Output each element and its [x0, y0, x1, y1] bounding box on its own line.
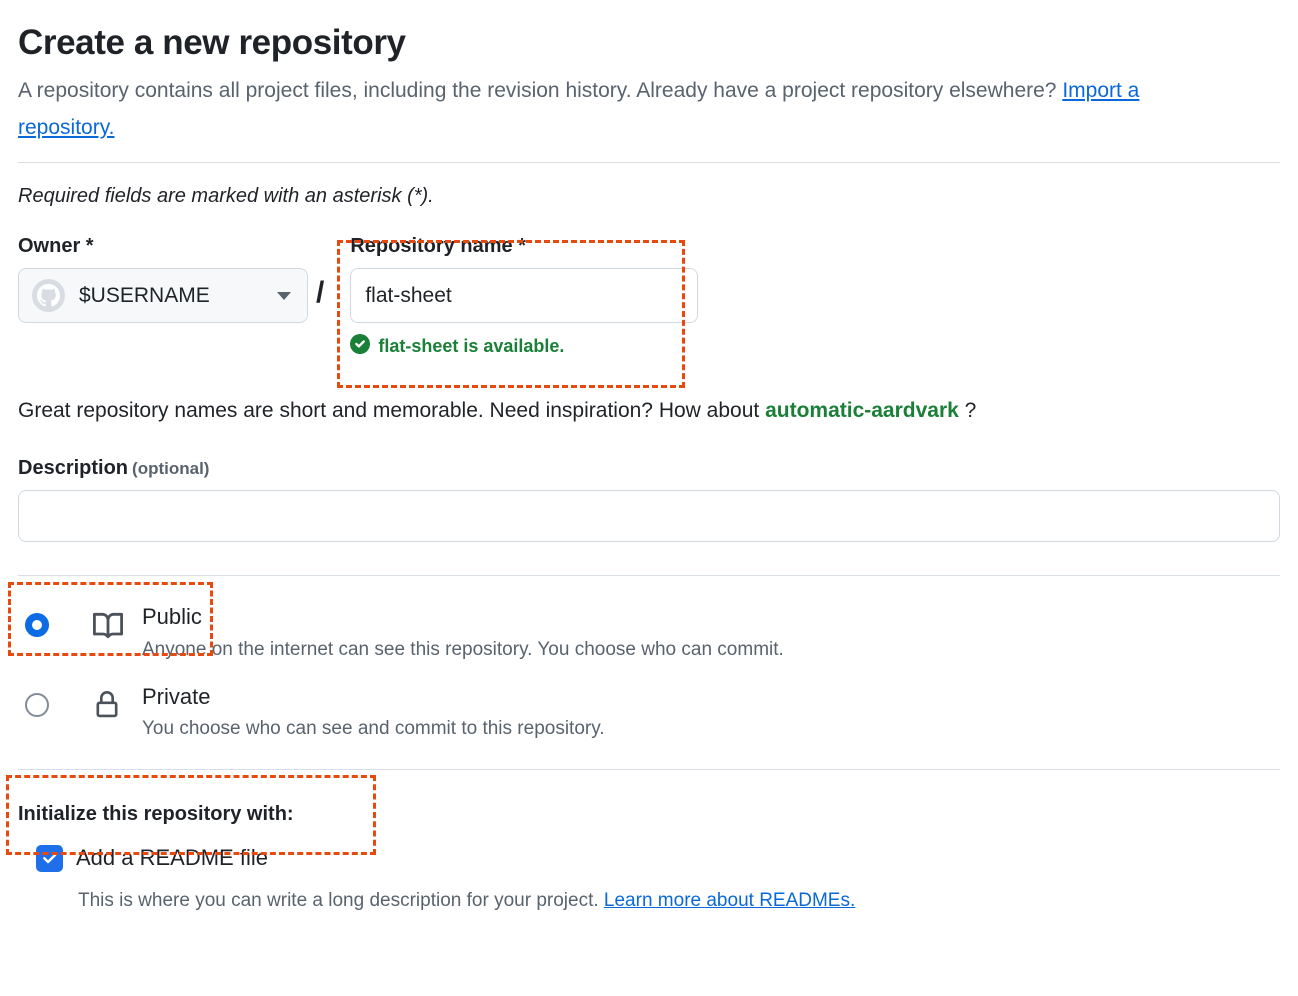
radio-private[interactable] [25, 692, 49, 717]
description-input[interactable] [18, 490, 1280, 543]
visibility-section: Public Anyone on the internet can see th… [8, 576, 1280, 741]
readme-description: This is where you can write a long descr… [78, 889, 1280, 913]
divider-initialize [18, 768, 1280, 770]
page-title: Create a new repository [18, 23, 406, 62]
owner-field: Owner * $USERNAME [18, 234, 308, 324]
repository-availability-message: flat-sheet is available. [378, 336, 565, 357]
visibility-public-text: Public Anyone on the internet can see th… [142, 603, 784, 661]
repo-book-icon [93, 611, 127, 646]
owner-repo-row: Owner * $USERNAME / Repository name * [18, 234, 1280, 389]
readme-label: Add a README file [76, 845, 268, 871]
page-description-text: A repository contains all project files,… [18, 78, 1057, 102]
visibility-option-public[interactable]: Public Anyone on the internet can see th… [18, 603, 1280, 661]
chevron-down-icon [277, 291, 291, 300]
checkmark-icon [43, 853, 57, 863]
repository-name-label: Repository name * [350, 235, 526, 258]
owner-select[interactable]: $USERNAME [18, 268, 308, 324]
owner-value: $USERNAME [79, 283, 210, 307]
visibility-private-title: Private [142, 683, 211, 709]
suggestion-name-link[interactable]: automatic-aardvark [765, 399, 959, 423]
suggestion-prefix: Great repository names are short and mem… [18, 399, 760, 423]
required-fields-note: Required fields are marked with an aster… [18, 185, 434, 208]
page-description: A repository contains all project files,… [18, 72, 1198, 147]
repository-name-field: Repository name * flat-sheet is availabl… [338, 222, 712, 371]
import-repository-link[interactable]: Import a repository. [18, 78, 1140, 139]
visibility-public-title: Public [142, 604, 202, 630]
readme-description-text: This is where you can write a long descr… [78, 889, 599, 911]
repository-name-input[interactable] [350, 268, 699, 324]
description-optional-tag: (optional) [132, 459, 210, 479]
create-repository-page: Create a new repository A repository con… [0, 23, 1298, 913]
description-label-text: Description [18, 457, 129, 480]
suggestion-suffix: ? [964, 399, 977, 423]
owner-repo-separator: / [316, 276, 325, 310]
initialize-section: Initialize this repository with: Add a R… [6, 770, 1280, 913]
radio-public[interactable] [25, 613, 49, 638]
visibility-private-text: Private You choose who can see and commi… [142, 683, 605, 741]
description-label: Description(optional) [18, 456, 1280, 480]
owner-label: Owner * [18, 235, 94, 258]
github-octocat-avatar-icon [32, 279, 65, 313]
visibility-public-description: Anyone on the internet can see this repo… [142, 638, 784, 660]
learn-more-readmes-link[interactable]: Learn more about READMEs. [603, 889, 856, 911]
repository-availability: flat-sheet is available. [350, 334, 698, 359]
check-circle-icon [350, 334, 371, 359]
divider-top [18, 162, 1280, 164]
checkbox-add-readme[interactable] [36, 844, 63, 872]
readme-checkbox-row[interactable]: Add a README file [36, 844, 1280, 872]
divider-visibility [18, 575, 1280, 577]
lock-icon [93, 690, 127, 724]
initialize-title: Initialize this repository with: [18, 802, 294, 825]
repository-name-suggestion: Great repository names are short and mem… [18, 371, 1280, 423]
visibility-option-private[interactable]: Private You choose who can see and commi… [18, 683, 1280, 741]
visibility-private-description: You choose who can see and commit to thi… [142, 718, 605, 739]
description-field: Description(optional) [18, 456, 1280, 543]
